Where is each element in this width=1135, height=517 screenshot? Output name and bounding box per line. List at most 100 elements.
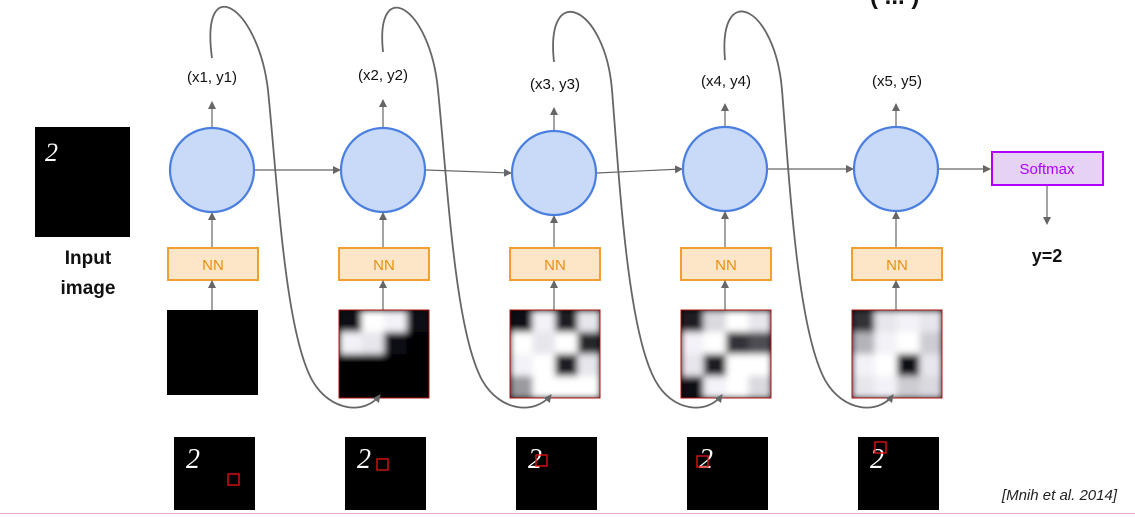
attention-location-box (227, 473, 240, 486)
attention-location-box (376, 458, 389, 471)
glimpse-pixel (748, 354, 771, 377)
feedback-arrow-1 (209, 6, 381, 409)
glimpse-pixel (384, 310, 407, 333)
feedback-arrow-2 (381, 6, 552, 409)
glimpse-pixel (361, 310, 385, 333)
thumbnail-digit-glyph: 2 (870, 444, 884, 475)
glimpse-pixel (361, 376, 385, 398)
nn-box (338, 247, 430, 281)
output-label: y=2 (1032, 246, 1063, 266)
glimpse-pixel (897, 310, 920, 333)
glimpse-image (338, 309, 430, 399)
glimpse-pixel (339, 332, 362, 355)
recurrent-connections (255, 165, 991, 177)
glimpse-pixel (748, 376, 771, 398)
attention-location-box (696, 455, 709, 468)
bottom-rule (0, 513, 1135, 514)
recurrent-arrow-2 (425, 168, 512, 177)
glimpse-pixel (874, 310, 898, 333)
attention-location-box (874, 441, 887, 454)
location-coord-label: (x4, y4) (701, 73, 751, 90)
glimpse-pixel (726, 376, 749, 398)
glimpse-pixel (406, 332, 429, 355)
glimpse-pixel (919, 310, 942, 333)
thumbnail-digit-glyph: 2 (528, 444, 542, 475)
glimpse-pixel (555, 332, 578, 355)
glimpse-pixel (897, 354, 920, 377)
glimpse-pixel (555, 354, 578, 377)
rnn-step-3: (x3, y3) NN 2 (509, 76, 601, 510)
glimpse-pixel (748, 332, 771, 355)
glimpse-pixel (852, 354, 875, 377)
thumbnail-digit-glyph: 2 (357, 444, 371, 475)
glimpse-pixel (577, 376, 600, 398)
glimpse-image (680, 309, 772, 399)
glimpse-pixel (681, 332, 704, 355)
citation: [Mnih et al. 2014] (1001, 487, 1118, 504)
glimpse-image (851, 309, 943, 399)
recurrent-arrow-3 (596, 165, 683, 174)
rnn-step-4: (x4, y4) NN 2 (680, 73, 772, 510)
glimpse-pixel (510, 310, 533, 333)
softmax-label: Softmax (1019, 161, 1075, 178)
mnist-thumbnail (174, 437, 255, 510)
glimpse-image (167, 310, 258, 395)
location-coord-label: (x1, y1) (187, 69, 237, 86)
glimpse-pixel (852, 332, 875, 355)
thumbnail-digit-glyph: 2 (186, 444, 200, 475)
input-image (35, 127, 130, 237)
attention-location-box (535, 454, 548, 467)
glimpse-pixel (897, 376, 920, 398)
rnn-hidden-state-node (339, 126, 427, 214)
glimpse-pixel (339, 376, 362, 398)
glimpse-pixel (874, 354, 898, 377)
glimpse-pixel (577, 310, 600, 333)
nn-label: NN (544, 257, 566, 274)
nn-label: NN (373, 257, 395, 274)
mnist-thumbnail (345, 437, 426, 510)
rnn-step-5: (x5, y5) NN 2 (851, 73, 943, 510)
nn-box (851, 247, 943, 281)
glimpse-pixel (339, 310, 362, 333)
glimpse-pixel (406, 376, 429, 398)
mnist-thumbnail (516, 437, 597, 510)
glimpse-pixel (406, 310, 429, 333)
glimpse-pixel (919, 332, 942, 355)
glimpse-pixel (406, 354, 429, 377)
glimpse-pixel (852, 310, 875, 333)
header-partial-text: ( ... ) (870, 0, 919, 10)
nn-box (167, 247, 259, 281)
location-coord-label: (x5, y5) (872, 73, 922, 90)
glimpse-pixel (703, 354, 727, 377)
glimpse-pixel (577, 332, 600, 355)
softmax-box (991, 151, 1104, 186)
glimpse-pixel (384, 354, 407, 377)
glimpse-pixel (874, 332, 898, 355)
rnn-step-2: (x2, y2) NN 2 (338, 67, 430, 510)
glimpse-pixel (874, 376, 898, 398)
glimpse-pixel (681, 310, 704, 333)
location-coord-label: (x3, y3) (530, 76, 580, 93)
glimpse-pixel (532, 354, 556, 377)
nn-label: NN (715, 257, 737, 274)
glimpse-image (509, 309, 601, 399)
rnn-hidden-state-node (852, 125, 940, 213)
mnist-thumbnail (858, 437, 939, 510)
nn-box (509, 247, 601, 281)
glimpse-pixel (361, 354, 385, 377)
input-label-line2: image (61, 278, 116, 299)
rnn-hidden-state-node (681, 125, 769, 213)
glimpse-pixel (919, 376, 942, 398)
feedback-arrow-4 (723, 10, 894, 409)
glimpse-pixel (681, 376, 704, 398)
rnn-hidden-state-node (168, 126, 256, 214)
glimpse-pixel (555, 310, 578, 333)
location-feedback-arrows (209, 6, 894, 409)
mnist-thumbnail (687, 437, 768, 510)
feedback-arrow-3 (552, 10, 723, 409)
glimpse-pixel (897, 332, 920, 355)
glimpse-pixel (361, 332, 385, 355)
input-label-line1: Input (65, 248, 112, 269)
nn-box (680, 247, 772, 281)
